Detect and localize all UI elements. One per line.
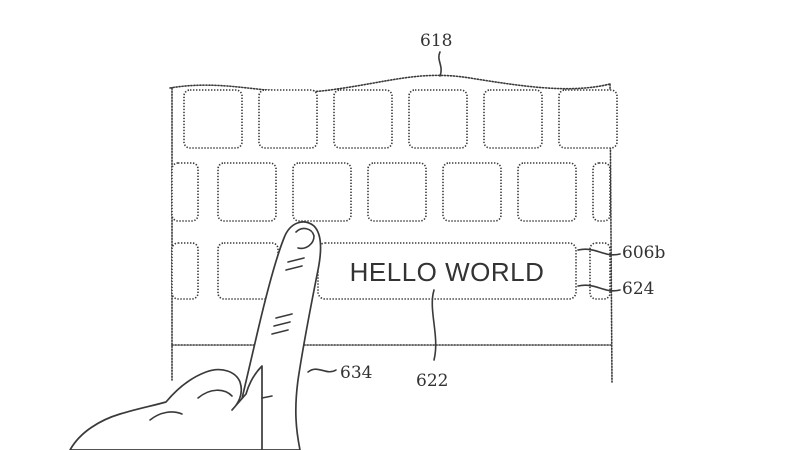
label-624: 624	[622, 279, 654, 299]
key-row1-4	[408, 89, 468, 149]
key-row1-2	[258, 89, 318, 149]
key-row1-1	[183, 89, 243, 149]
key-row2-edge-left	[171, 162, 199, 222]
finger-crease-4	[273, 321, 291, 327]
leader-622	[431, 289, 437, 361]
leader-606b	[577, 248, 621, 256]
key-row1-5	[483, 89, 543, 149]
keyboard-keys	[171, 89, 618, 300]
leader-lines	[307, 51, 621, 373]
key-row2-5	[517, 162, 577, 222]
reference-numerals: 618 606b 624 622 634	[340, 31, 665, 391]
key-row2-1	[217, 162, 277, 222]
display-text: HELLO WORLD	[350, 257, 545, 287]
label-618: 618	[420, 31, 452, 51]
hand-palm	[69, 365, 263, 450]
leader-624	[577, 284, 621, 292]
label-622: 622	[416, 371, 448, 391]
finger-crease-1	[287, 257, 305, 263]
display-bar: HELLO WORLD	[317, 242, 577, 300]
finger-crease-6	[261, 395, 273, 399]
key-row3-edge-right	[589, 242, 611, 300]
fingernail	[295, 227, 315, 250]
label-606b: 606b	[622, 243, 665, 263]
finger-hand	[69, 221, 322, 450]
keyboard-top-wavy-edge	[169, 74, 611, 93]
finger-crease-3	[275, 313, 293, 319]
key-row2-2	[292, 162, 352, 222]
key-row1-6	[558, 89, 618, 149]
knuckle-fold-2	[149, 411, 183, 421]
leader-618	[438, 51, 442, 77]
key-row3-edge-left	[171, 242, 199, 300]
leader-634	[307, 368, 337, 373]
label-634: 634	[340, 363, 372, 383]
finger-crease-2	[285, 265, 303, 271]
key-row2-edge-right	[592, 162, 611, 222]
display-bar-border	[317, 242, 577, 300]
key-row2-4	[442, 162, 502, 222]
finger-crease-5	[271, 329, 289, 335]
knuckle-fold	[197, 389, 233, 399]
key-row1-3	[333, 89, 393, 149]
key-row2-3	[367, 162, 427, 222]
